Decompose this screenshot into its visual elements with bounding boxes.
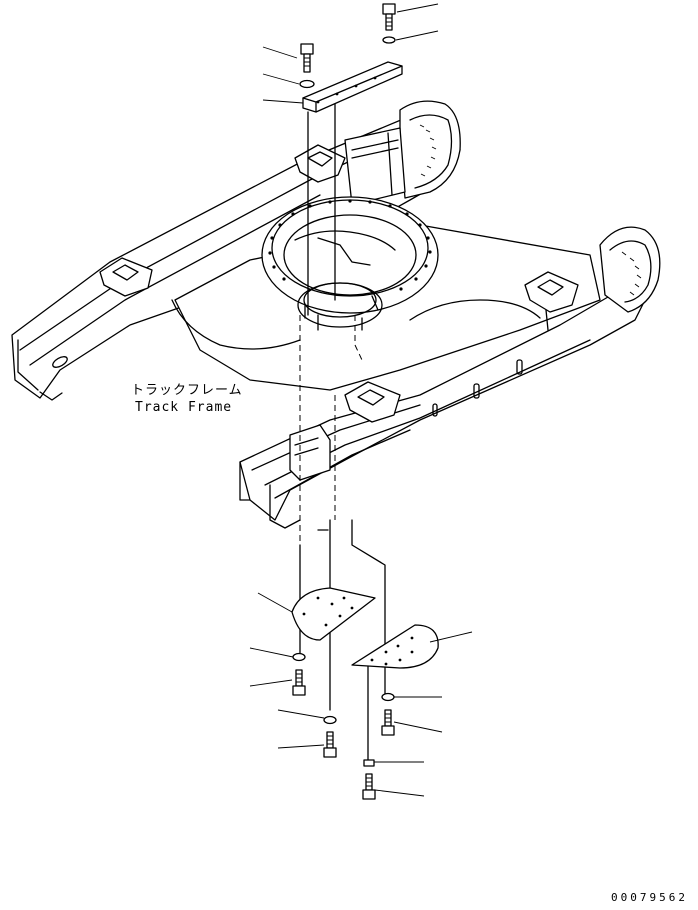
frame-slot xyxy=(432,403,438,417)
drawing-number: 00079562 xyxy=(611,891,688,904)
frame-slot xyxy=(516,359,523,375)
bolt-left-2 xyxy=(323,731,337,758)
undercover-left xyxy=(291,587,376,641)
swing-circle-outer xyxy=(261,196,439,314)
washer-left-1 xyxy=(292,652,306,662)
left-mount-pad xyxy=(99,257,153,297)
undercover-right xyxy=(351,624,439,669)
left-side-frame xyxy=(11,111,461,399)
bolt-right-2 xyxy=(362,773,376,800)
bolt-left-1 xyxy=(292,669,306,696)
swing-circle-bolt-holes xyxy=(268,199,432,291)
bottom-hardware xyxy=(291,587,439,800)
part-name-english: Track Frame xyxy=(135,400,233,415)
assembly-center-lines xyxy=(299,94,386,761)
bolt-right-1 xyxy=(381,709,395,736)
right-side-frame xyxy=(239,289,646,521)
track-frame-illustration xyxy=(11,100,661,529)
frame-slot xyxy=(473,383,480,399)
top-hardware xyxy=(299,3,403,113)
washer-right-2 xyxy=(363,759,375,767)
front-frame-upright xyxy=(289,424,331,481)
bolt-top-right xyxy=(382,3,396,31)
center-upper-bracket xyxy=(344,127,406,206)
part-name-japanese: トラックフレーム xyxy=(131,383,243,398)
right-mount-pad xyxy=(524,271,579,313)
washer-left-2 xyxy=(323,715,337,725)
left-idler-yoke xyxy=(399,100,461,199)
washer-top-right xyxy=(382,36,396,44)
washer-right-1 xyxy=(381,692,395,702)
bolt-top-left xyxy=(300,43,314,73)
lower-mount-pad xyxy=(344,381,401,423)
leader-lines xyxy=(249,3,473,797)
washer-top-left xyxy=(299,79,315,89)
